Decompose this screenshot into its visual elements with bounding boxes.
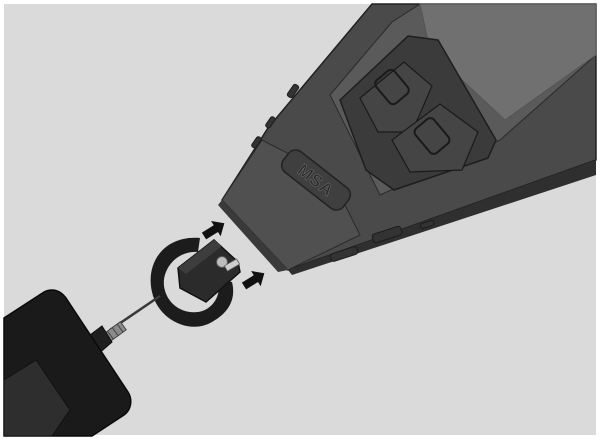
- diagram-illustration: MSA: [0, 0, 600, 439]
- installation-diagram: MSA: [0, 0, 600, 439]
